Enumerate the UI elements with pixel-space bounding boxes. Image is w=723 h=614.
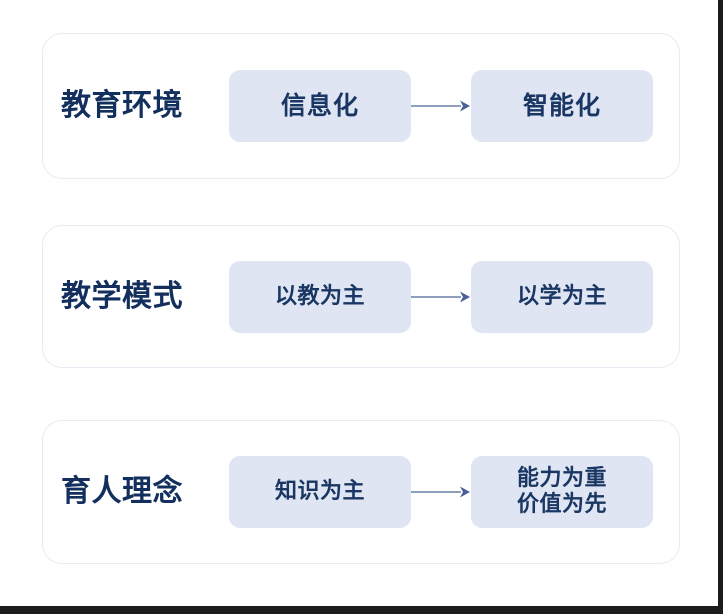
page-edge-bottom — [0, 606, 723, 614]
transformation-row-education-philosophy: 育人理念 知识为主 能力为重 价值为先 — [42, 420, 680, 564]
chip-to-teaching-mode[interactable]: 以学为主 — [471, 260, 653, 333]
transformation-row-teaching-mode: 教学模式 以教为主 以学为主 — [42, 225, 680, 368]
chip-text-line: 智能化 — [522, 91, 601, 121]
chip-text-line: 以学为主 — [516, 283, 607, 309]
chip-text-line: 以教为主 — [274, 283, 365, 309]
chip-to-education-philosophy[interactable]: 能力为重 价值为先 — [471, 456, 653, 528]
chip-text-line: 信息化 — [280, 91, 359, 121]
row-label-education-philosophy: 育人理念 — [61, 474, 183, 509]
row-label-teaching-mode: 教学模式 — [61, 278, 183, 314]
chip-from-education-philosophy[interactable]: 知识为主 — [229, 456, 411, 528]
arrow-right-icon — [411, 287, 471, 307]
transformation-row-education-environment: 教育环境 信息化 智能化 — [42, 33, 680, 179]
arrow-right-icon — [411, 96, 471, 116]
chip-text-line: 知识为主 — [274, 479, 365, 505]
chip-from-education-environment[interactable]: 信息化 — [229, 70, 411, 142]
chip-to-education-environment[interactable]: 智能化 — [471, 70, 653, 142]
page-edge-right — [718, 0, 723, 614]
chip-from-teaching-mode[interactable]: 以教为主 — [229, 260, 411, 333]
arrow-right-icon — [411, 482, 471, 502]
row-label-education-environment: 教育环境 — [61, 88, 183, 123]
chip-text-line: 能力为重 — [516, 466, 607, 492]
chip-text-line: 价值为先 — [516, 492, 607, 517]
